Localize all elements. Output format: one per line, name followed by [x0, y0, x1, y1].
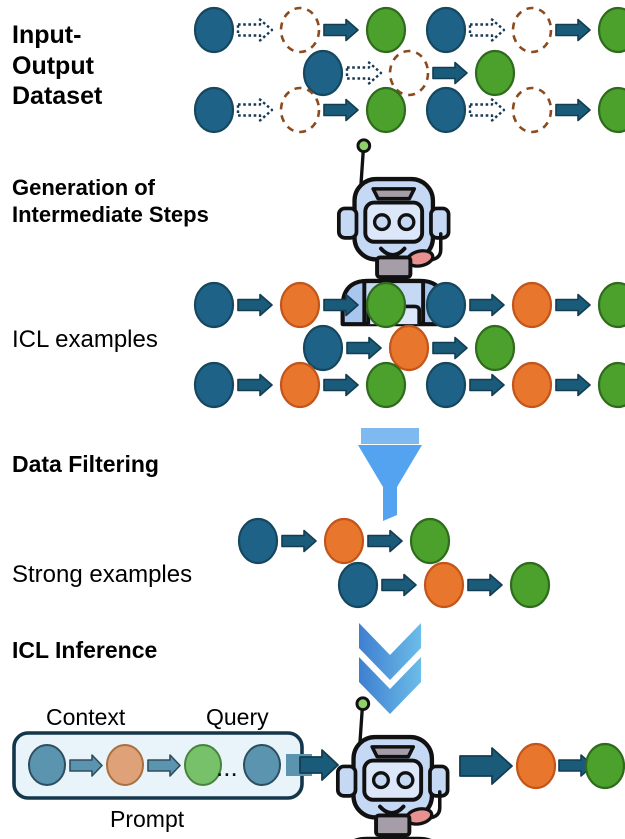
- robot-icon: [338, 698, 448, 839]
- robot-icon: [339, 140, 449, 324]
- label-context: Context: [46, 704, 126, 730]
- dataset-row: [425, 6, 625, 54]
- prompt-ellipsis: ...: [216, 752, 238, 782]
- prompt-arrow: [69, 754, 103, 777]
- prompt-box: [12, 731, 312, 800]
- label-icl-inference: ICL Inference: [12, 637, 158, 663]
- dataset-row: [425, 86, 625, 134]
- icl-example-row: [193, 281, 407, 329]
- strong-example-row: [337, 561, 551, 609]
- icl-example-row: [193, 361, 407, 409]
- dataset-row: [193, 6, 407, 54]
- icl-example-row: [302, 324, 516, 372]
- prompt-arrow: [147, 754, 181, 777]
- label-icl-examples: ICL examples: [12, 326, 158, 353]
- label-query: Query: [206, 704, 269, 730]
- dataset-row: [193, 86, 407, 134]
- label-generation-intermediate-steps: Generation of Intermediate Steps: [12, 175, 209, 227]
- dataset-row: [302, 49, 516, 97]
- label-data-filtering: Data Filtering: [12, 451, 159, 477]
- inference-output-chain: [459, 742, 625, 790]
- strong-example-row: [237, 517, 451, 565]
- label-strong-examples: Strong examples: [12, 561, 193, 588]
- label-input-output-dataset: Input- Output Dataset: [12, 21, 103, 110]
- label-prompt: Prompt: [110, 806, 185, 832]
- funnel-icon: [358, 428, 422, 521]
- icl-example-row: [425, 361, 625, 409]
- prompt-to-robot-arrow: [299, 749, 339, 781]
- double-chevron-down-icon: [359, 623, 421, 714]
- icl-example-row: [425, 281, 625, 329]
